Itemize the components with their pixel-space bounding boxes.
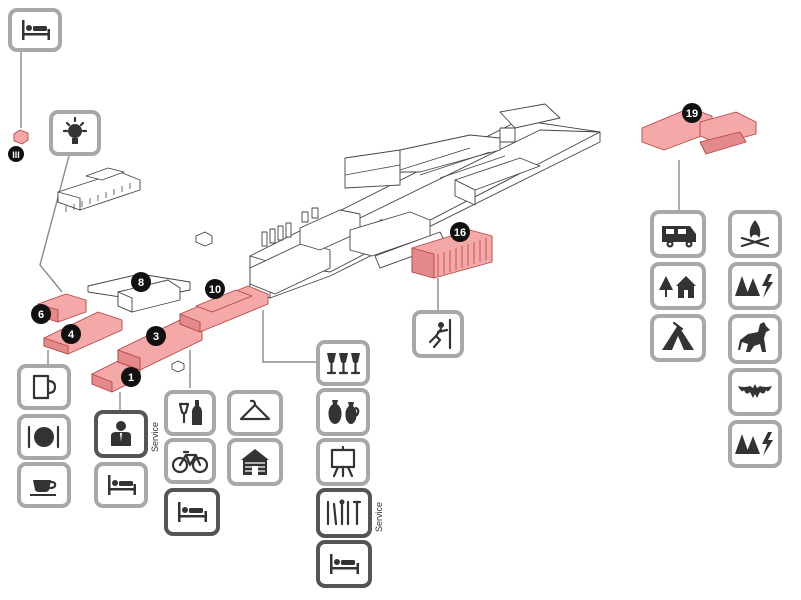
badge-10[interactable]: 10 xyxy=(205,279,225,299)
lightbulb-icon[interactable] xyxy=(49,110,101,156)
coat-hanger-icon[interactable] xyxy=(227,390,283,436)
svg-text:3: 3 xyxy=(153,331,159,343)
svg-text:1: 1 xyxy=(128,372,134,384)
buildings-white xyxy=(57,103,601,373)
service-label: Service xyxy=(150,422,160,452)
svg-text:8: 8 xyxy=(138,277,144,289)
badge-III[interactable]: III xyxy=(8,146,24,162)
service-label: Service xyxy=(374,502,384,532)
svg-text:4: 4 xyxy=(68,329,75,341)
badge-4[interactable]: 4 xyxy=(61,324,81,344)
camper-van-icon[interactable] xyxy=(650,210,706,258)
badge-3[interactable]: 3 xyxy=(146,326,166,346)
cabin-trees-icon[interactable] xyxy=(650,262,706,310)
bed-icon[interactable] xyxy=(94,462,148,508)
badge-1[interactable]: 1 xyxy=(121,367,141,387)
bat-icon[interactable] xyxy=(728,368,782,416)
wolf-howling-icon[interactable] xyxy=(728,314,782,364)
tent-icon[interactable] xyxy=(650,314,706,362)
tools-icon[interactable] xyxy=(316,488,372,538)
location-badges: 1 3 4 6 8 10 16 19 III xyxy=(8,103,702,387)
easel-painting-icon[interactable] xyxy=(316,438,370,486)
service-staff-icon[interactable] xyxy=(94,410,148,458)
bed-icon[interactable] xyxy=(164,488,220,536)
beer-mug-icon[interactable] xyxy=(17,364,71,410)
svg-text:19: 19 xyxy=(686,108,698,120)
bed-icon[interactable] xyxy=(8,8,62,52)
svg-text:6: 6 xyxy=(38,309,44,321)
trees-lightning-icon[interactable] xyxy=(728,420,782,468)
bed-icon[interactable] xyxy=(316,540,372,588)
campfire-icon[interactable] xyxy=(728,210,782,258)
leader-lines xyxy=(20,52,680,412)
svg-text:10: 10 xyxy=(209,284,221,296)
svg-text:16: 16 xyxy=(454,227,466,239)
badge-8[interactable]: 8 xyxy=(131,272,151,292)
badge-19[interactable]: 19 xyxy=(682,103,702,123)
wine-bottle-icon[interactable] xyxy=(164,390,216,436)
climbing-icon[interactable] xyxy=(412,310,464,358)
plate-cutlery-icon[interactable] xyxy=(17,414,71,460)
vases-icon[interactable] xyxy=(316,388,370,436)
badge-6[interactable]: 6 xyxy=(31,304,51,324)
wine-glasses-icon[interactable] xyxy=(316,340,370,386)
log-cabin-icon[interactable] xyxy=(227,438,283,486)
trees-lightning-icon[interactable] xyxy=(728,262,782,310)
badge-16[interactable]: 16 xyxy=(450,222,470,242)
svg-text:III: III xyxy=(12,150,20,160)
coffee-cup-icon[interactable] xyxy=(17,462,71,508)
bicycle-icon[interactable] xyxy=(164,438,216,484)
